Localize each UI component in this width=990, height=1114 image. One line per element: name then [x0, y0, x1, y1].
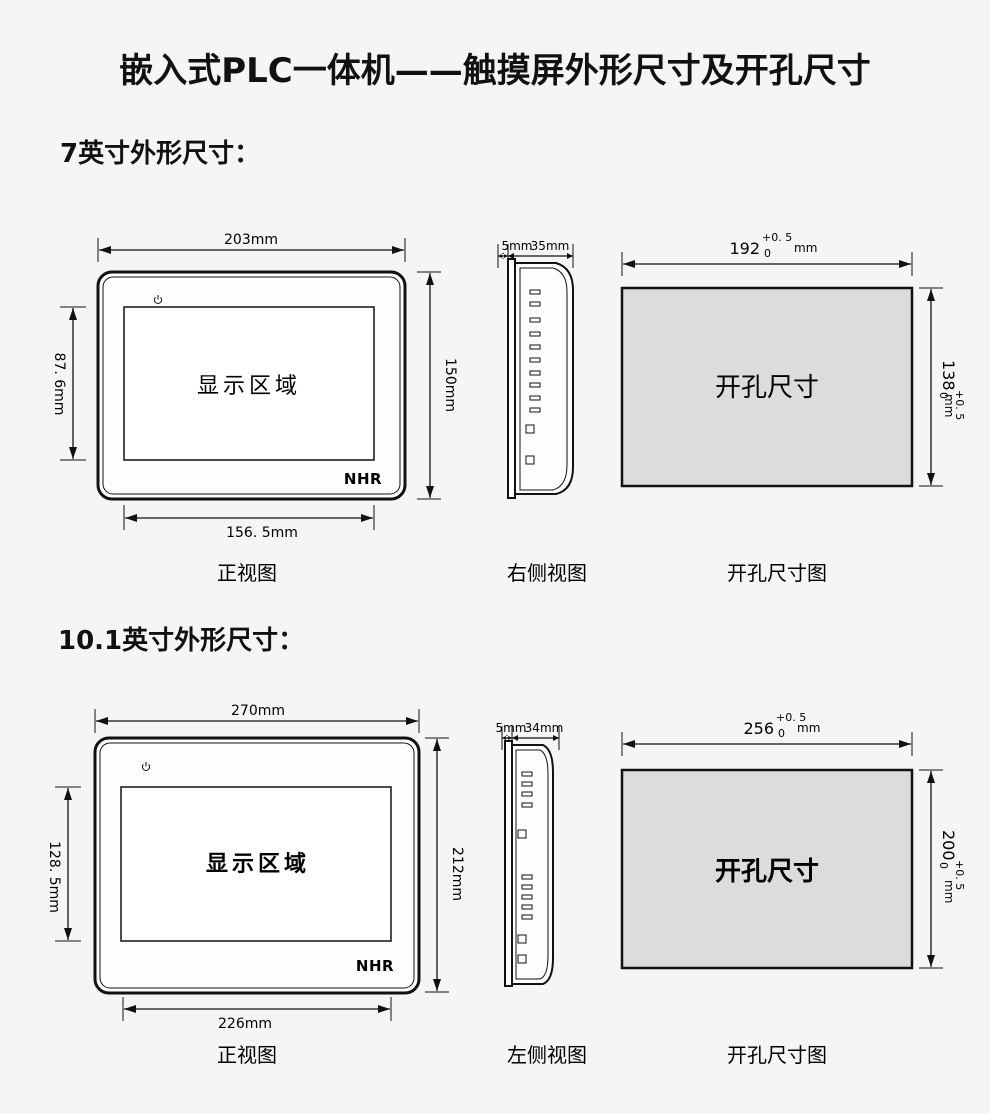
caption-cutout: 开孔尺寸图	[727, 1043, 827, 1067]
dim-cutout-width-unit: mm	[797, 721, 820, 735]
dim-side-bezel: 5mm	[495, 721, 526, 735]
nhr-logo: NHR	[344, 470, 382, 488]
cutout-label: 开孔尺寸	[715, 373, 819, 403]
power-icon	[141, 762, 151, 771]
display-area	[123, 306, 375, 461]
dim-cutout-height-value: 200	[939, 830, 958, 861]
dim-front-width: 203mm	[224, 232, 278, 248]
dim-cutout-width-value: 192	[729, 239, 760, 258]
section-heading-7inch: 7英寸外形尺寸：	[60, 139, 260, 169]
dim-cutout-width-tol-lower: 0	[764, 247, 771, 260]
dim-cutout-height-tol-lower: 0	[937, 392, 950, 399]
power-icon	[153, 295, 163, 304]
caption-cutout: 开孔尺寸图	[727, 561, 827, 585]
dim-cutout-width-unit: mm	[794, 241, 817, 255]
side-body	[514, 262, 574, 495]
dim-cutout-height-value: 138	[939, 360, 958, 391]
dim-cutout-width-tol-lower: 0	[778, 727, 785, 740]
side-ports	[517, 771, 533, 964]
dim-cutout-height-unit: mm	[942, 394, 956, 417]
section-heading-10inch: 10.1英寸外形尺寸：	[58, 626, 304, 656]
dim-cutout-height-tol-upper: +0. 5	[953, 390, 966, 420]
nhr-logo: NHR	[356, 957, 394, 975]
display-area	[120, 786, 392, 942]
dim-cutout-height-unit: mm	[942, 880, 956, 903]
dim-display-height: 128. 5mm	[46, 841, 62, 913]
side-view-10inch: 5mm 34mm 左侧视图	[495, 721, 587, 1067]
cutout-label: 开孔尺寸	[715, 857, 819, 887]
dim-front-width: 270mm	[231, 703, 285, 719]
caption-front-view: 正视图	[217, 561, 277, 585]
side-body	[511, 744, 554, 985]
display-area-label: 显示区域	[197, 374, 301, 399]
dim-cutout-width-tol-upper: +0. 5	[776, 711, 806, 724]
dim-side-depth: 35mm	[531, 239, 570, 253]
dim-display-width: 156. 5mm	[226, 525, 298, 541]
page-title: 嵌入式PLC一体机——触摸屏外形尺寸及开孔尺寸	[119, 51, 871, 91]
cutout-view-7inch: 192 +0. 5 0 mm 开孔尺寸 138 +0. 5 0 mm 开孔尺寸图	[620, 231, 966, 585]
caption-side-view: 左侧视图	[507, 1043, 587, 1067]
side-bezel	[507, 258, 516, 499]
side-bezel	[504, 740, 513, 987]
dim-side-bezel: 5mm	[501, 239, 532, 253]
cutout-area	[620, 286, 914, 488]
dim-display-height: 87. 6mm	[51, 353, 67, 416]
dim-side-depth: 34mm	[525, 721, 564, 735]
cutout-view-10inch: 256 +0. 5 0 mm 开孔尺寸 200 +0. 5 0 mm 开孔尺寸图	[620, 711, 966, 1067]
dim-cutout-height-tol-upper: +0. 5	[953, 860, 966, 890]
dim-cutout-width-value: 256	[743, 719, 774, 738]
dim-cutout-height-tol-lower: 0	[937, 862, 950, 869]
dim-front-height: 150mm	[442, 358, 458, 412]
caption-side-view: 右侧视图	[507, 561, 587, 585]
display-area-label: 显示区域	[206, 851, 310, 877]
dim-display-width: 226mm	[218, 1016, 272, 1032]
cutout-area	[620, 768, 914, 970]
side-view-7inch: 5mm 35mm 右侧视图	[497, 239, 587, 585]
dim-cutout-width-tol-upper: +0. 5	[762, 231, 792, 244]
caption-front-view: 正视图	[217, 1043, 277, 1067]
side-ports	[525, 289, 541, 465]
dim-front-height: 212mm	[449, 847, 465, 901]
front-view-7inch: 203mm 显示区域 NHR 87. 6mm 150mm 156. 5mm 正视…	[51, 232, 458, 585]
front-view-10inch: 270mm 显示区域 NHR 128. 5mm 212mm 226mm 正视图	[46, 703, 465, 1067]
